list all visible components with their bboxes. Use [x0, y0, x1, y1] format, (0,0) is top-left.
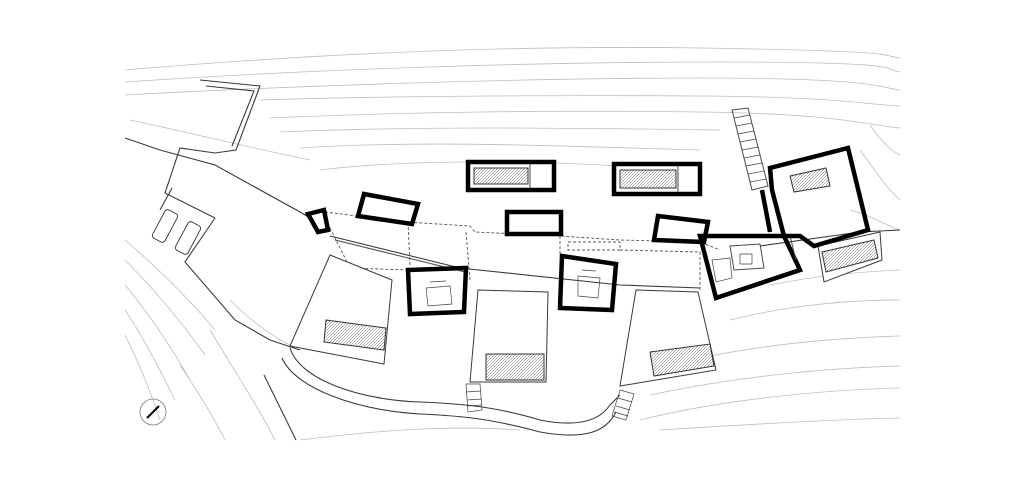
entrance-blocks [304, 191, 711, 245]
house-unit-3 [697, 233, 804, 301]
block-3 [504, 209, 564, 237]
block-4 [651, 213, 711, 245]
steps [465, 383, 635, 421]
hatched-strip-4 [821, 239, 879, 273]
house-unit-main [767, 145, 871, 249]
roads-and-paths [124, 79, 901, 441]
pavilion-b [611, 161, 703, 197]
terraces [289, 231, 883, 387]
parking-cars [151, 209, 202, 255]
upper-pavilions [465, 159, 703, 197]
hatched-strip-2 [485, 353, 545, 381]
house-unit-2 [557, 253, 619, 313]
block-1 [304, 207, 331, 235]
contour-lines [124, 47, 901, 441]
hatched-strip-1 [323, 319, 387, 351]
hatched-strip-3 [649, 343, 715, 377]
north-arrow-icon [139, 398, 167, 426]
car-1 [151, 209, 179, 243]
block-2 [355, 191, 421, 227]
staircase [731, 107, 769, 191]
house-units [405, 145, 871, 317]
car-2 [174, 221, 202, 255]
house-unit-1 [405, 265, 469, 317]
